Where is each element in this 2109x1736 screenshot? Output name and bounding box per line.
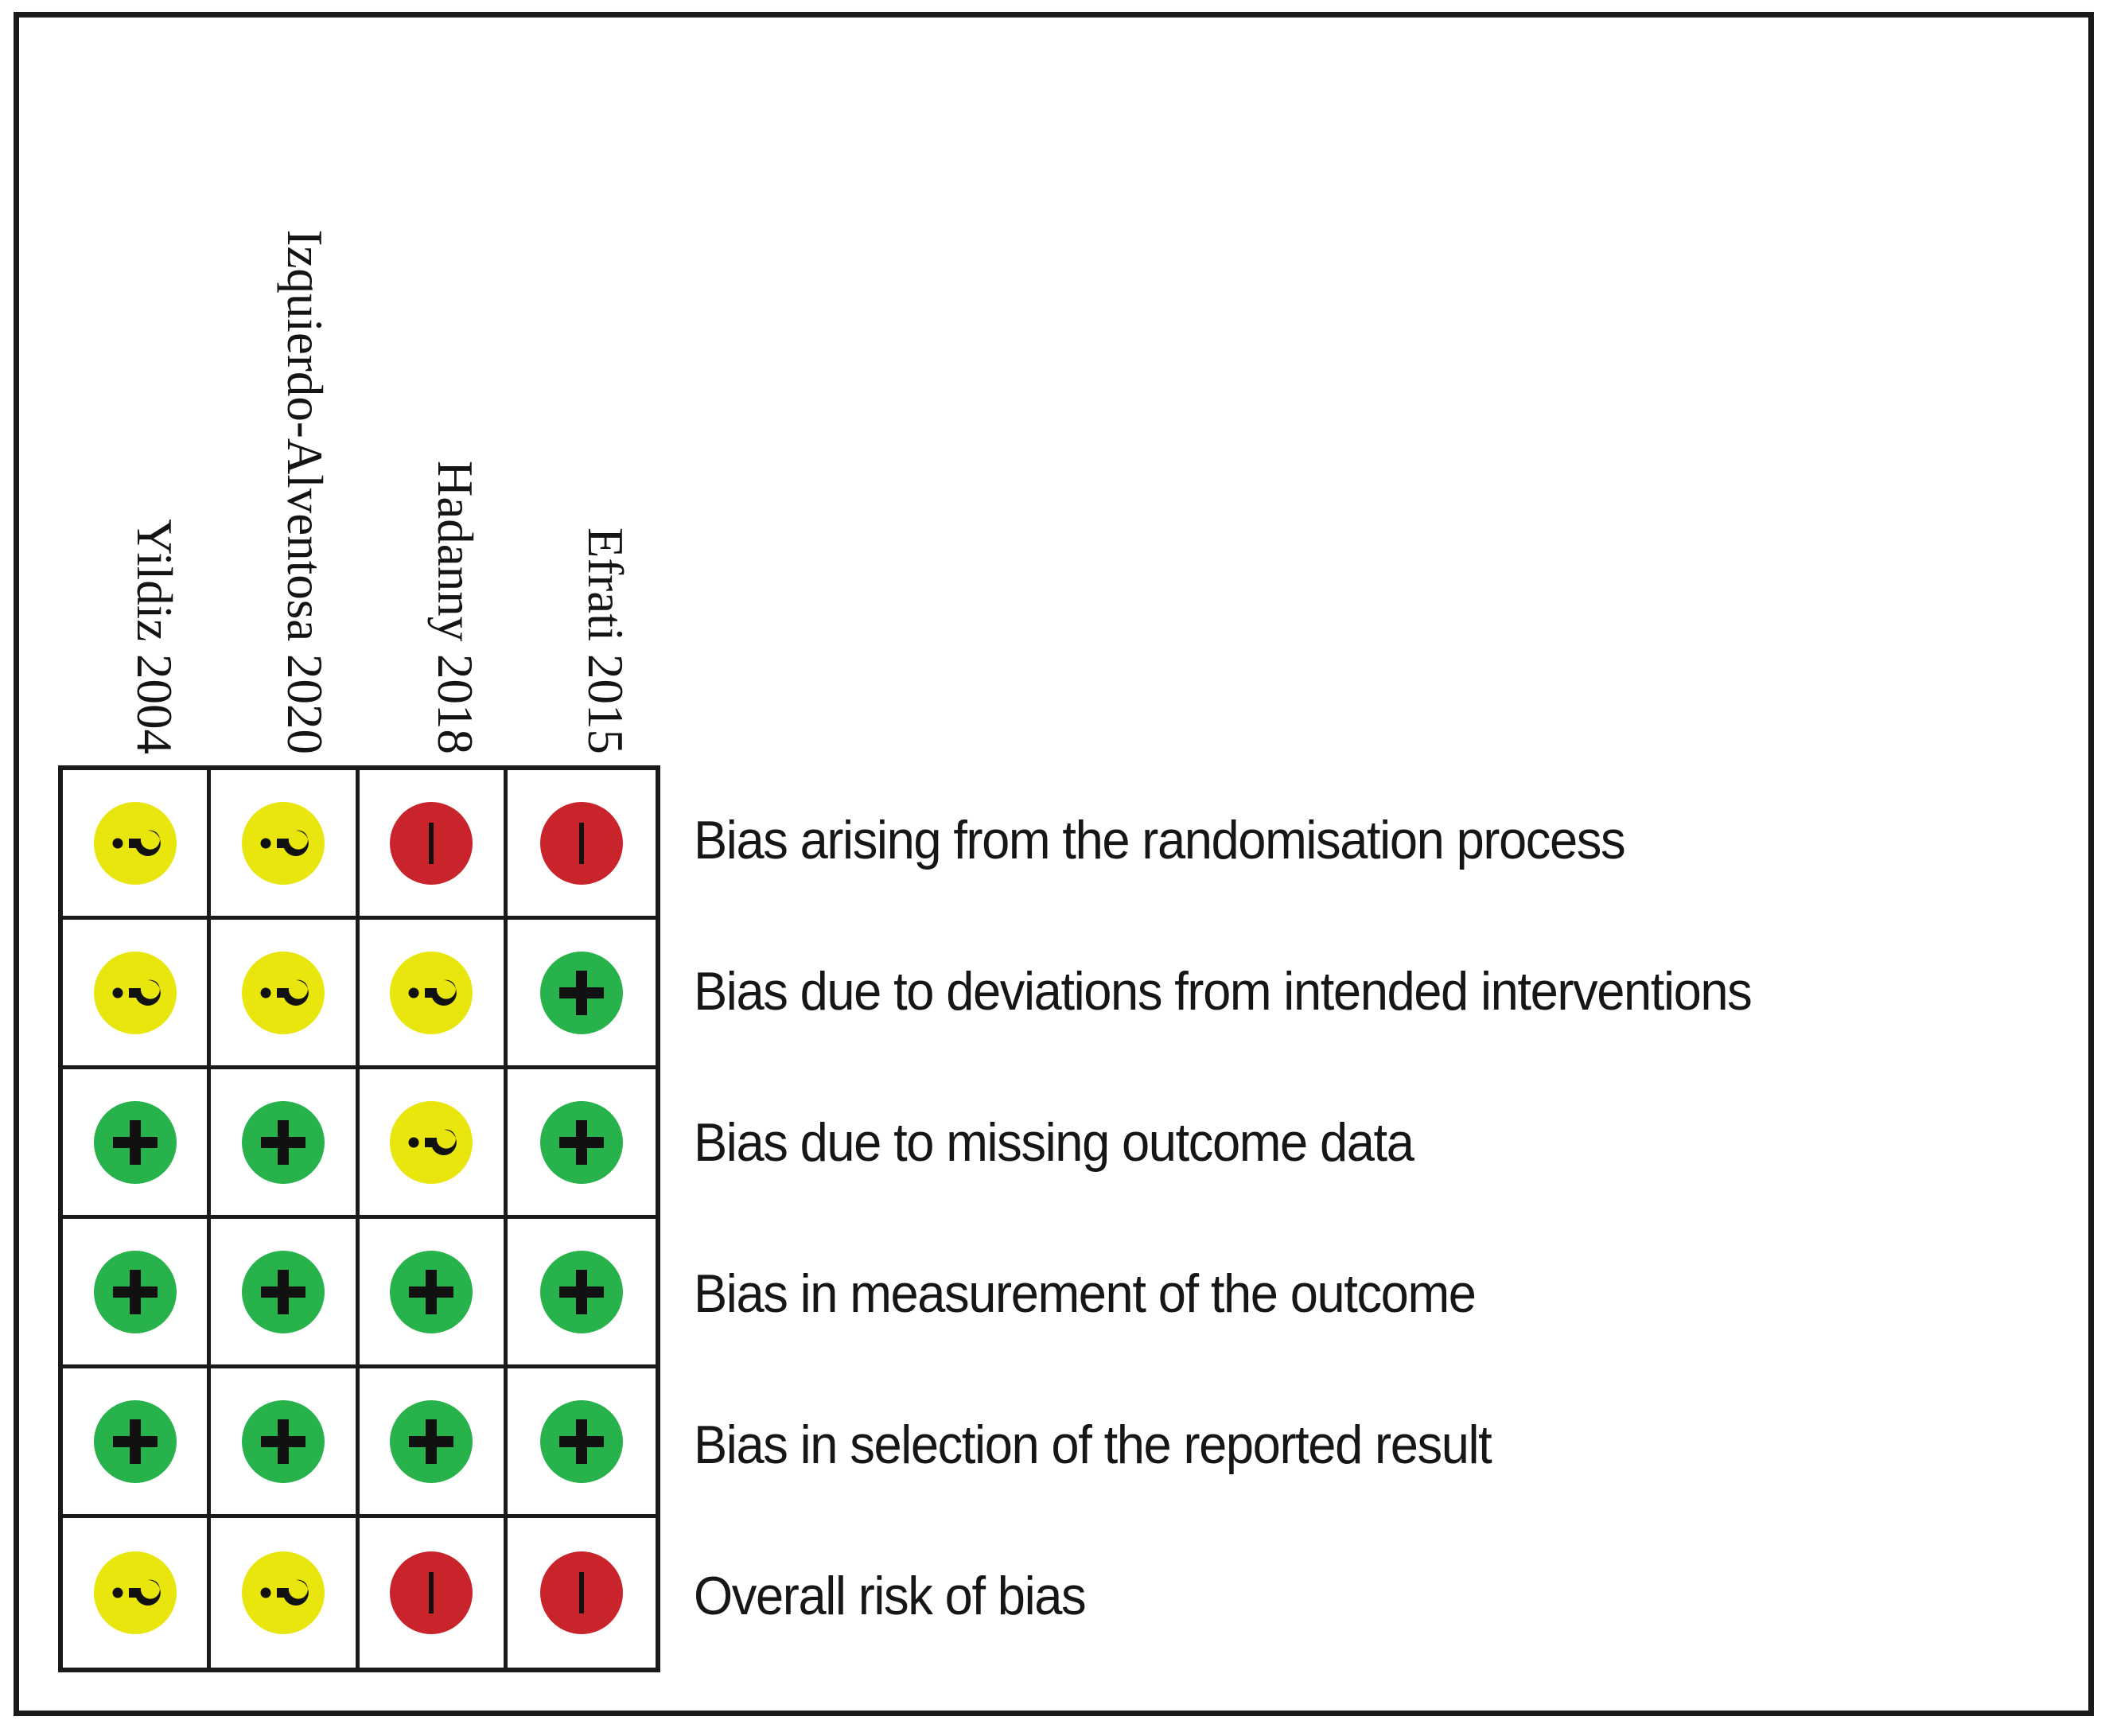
domain-label-2: Bias due to missing outcome data	[694, 1068, 1951, 1219]
domain-label-text: Bias arising from the randomisation proc…	[694, 810, 1626, 871]
domain-label-0: Bias arising from the randomisation proc…	[694, 765, 1951, 917]
plus-icon	[242, 1251, 325, 1333]
judgement-badge-some-concerns	[241, 951, 325, 1034]
judgement-cell[interactable]	[507, 770, 656, 920]
judgement-badge-low-risk	[539, 951, 623, 1034]
judgement-cell[interactable]	[63, 1219, 212, 1368]
judgement-badge-low-risk	[241, 1100, 325, 1184]
domain-label-text: Bias due to deviations from intended int…	[694, 961, 1753, 1022]
judgement-cell[interactable]	[63, 1518, 212, 1668]
question-mark-icon	[94, 1551, 177, 1634]
question-mark-icon	[242, 952, 325, 1034]
domain-label-1: Bias due to deviations from intended int…	[694, 917, 1951, 1068]
judgement-cell[interactable]	[507, 920, 656, 1069]
column-header-label: Yildiz 2004	[126, 519, 182, 754]
judgement-cell[interactable]	[359, 1069, 508, 1219]
column-header-1: Izquierdo-Alventosa 2020	[208, 88, 359, 765]
question-mark-icon	[390, 952, 473, 1034]
minus-icon	[390, 1551, 473, 1634]
column-header-0: Yildiz 2004	[58, 88, 208, 765]
plus-icon	[390, 1251, 473, 1333]
judgement-badge-low-risk	[539, 1100, 623, 1184]
plus-icon	[242, 1400, 325, 1483]
plus-icon	[540, 1400, 623, 1483]
column-header-rotation-wrapper: Hadanny 2018	[379, 88, 530, 765]
column-header-3: Efrati 2015	[509, 88, 660, 765]
judgement-cell[interactable]	[507, 1069, 656, 1219]
judgement-cell[interactable]	[211, 770, 360, 920]
plus-icon	[94, 1400, 177, 1483]
column-header-row: Yildiz 2004 Izquierdo-Alventosa 2020 Hadan…	[58, 88, 660, 765]
judgement-badge-some-concerns	[241, 1551, 325, 1634]
column-header-rotation-wrapper: Yildiz 2004	[79, 88, 229, 765]
column-header-rotation-wrapper: Efrati 2015	[530, 88, 680, 765]
judgement-badge-some-concerns	[93, 951, 177, 1034]
judgement-badge-low-risk	[241, 1399, 325, 1483]
plus-icon	[242, 1101, 325, 1184]
question-mark-icon	[242, 802, 325, 885]
judgement-cell[interactable]	[359, 1368, 508, 1518]
judgement-badge-some-concerns	[241, 801, 325, 885]
domain-label-text: Overall risk of bias	[694, 1566, 1087, 1627]
plus-icon	[540, 952, 623, 1034]
judgement-badge-high-risk	[390, 1551, 473, 1634]
minus-icon	[540, 1551, 623, 1634]
judgement-badge-low-risk	[390, 1250, 473, 1333]
judgement-badge-some-concerns	[390, 951, 473, 1034]
minus-icon	[390, 802, 473, 885]
judgement-badge-low-risk	[241, 1250, 325, 1333]
domain-label-text: Bias in measurement of the outcome	[694, 1263, 1477, 1325]
plus-icon	[94, 1101, 177, 1184]
judgement-cell[interactable]	[211, 1219, 360, 1368]
domain-label-5: Overall risk of bias	[694, 1521, 1951, 1672]
judgement-cell[interactable]	[508, 1518, 656, 1668]
judgement-badge-low-risk	[390, 1399, 473, 1483]
judgement-badge-high-risk	[390, 801, 473, 885]
plus-icon	[94, 1251, 177, 1333]
column-header-label: Efrati 2015	[578, 527, 633, 754]
column-header-label: Hadanny 2018	[427, 460, 483, 754]
judgement-cell[interactable]	[359, 920, 508, 1069]
judgement-badge-low-risk	[93, 1399, 177, 1483]
question-mark-icon	[94, 952, 177, 1034]
judgement-cell[interactable]	[211, 1069, 360, 1219]
domain-label-column: Bias arising from the randomisation proc…	[694, 765, 2046, 1672]
judgement-cell[interactable]	[63, 920, 212, 1069]
judgement-cell[interactable]	[63, 770, 212, 920]
judgement-cell[interactable]	[211, 1368, 360, 1518]
judgement-cell[interactable]	[360, 1518, 508, 1668]
column-header-label: Izquierdo-Alventosa 2020	[277, 229, 333, 754]
judgement-badge-some-concerns	[93, 801, 177, 885]
judgement-badge-high-risk	[539, 801, 623, 885]
question-mark-icon	[390, 1101, 473, 1184]
domain-label-text: Bias due to missing outcome data	[694, 1112, 1414, 1174]
judgement-cell[interactable]	[63, 1368, 212, 1518]
judgement-cell[interactable]	[63, 1069, 212, 1219]
judgement-badge-low-risk	[539, 1399, 623, 1483]
question-mark-icon	[94, 802, 177, 885]
column-header-2: Hadanny 2018	[359, 88, 509, 765]
plus-icon	[540, 1101, 623, 1184]
judgement-badge-some-concerns	[390, 1100, 473, 1184]
column-header-rotation-wrapper: Izquierdo-Alventosa 2020	[229, 88, 379, 765]
plus-icon	[390, 1400, 473, 1483]
judgement-cell[interactable]	[359, 1219, 508, 1368]
judgement-cell[interactable]	[507, 1368, 656, 1518]
judgement-cell[interactable]	[211, 920, 360, 1069]
domain-label-4: Bias in selection of the reported result	[694, 1370, 1951, 1521]
judgement-cell[interactable]	[211, 1518, 360, 1668]
judgement-cell[interactable]	[359, 770, 508, 920]
judgement-badge-high-risk	[539, 1551, 623, 1634]
judgement-badge-some-concerns	[93, 1551, 177, 1634]
question-mark-icon	[242, 1551, 325, 1634]
judgement-badge-low-risk	[539, 1250, 623, 1333]
domain-label-text: Bias in selection of the reported result	[694, 1415, 1492, 1476]
risk-of-bias-matrix	[58, 765, 660, 1672]
judgement-cell[interactable]	[507, 1219, 656, 1368]
judgement-badge-low-risk	[93, 1250, 177, 1333]
plus-icon	[540, 1251, 623, 1333]
domain-label-3: Bias in measurement of the outcome	[694, 1219, 1951, 1370]
judgement-badge-low-risk	[93, 1100, 177, 1184]
minus-icon	[540, 802, 623, 885]
